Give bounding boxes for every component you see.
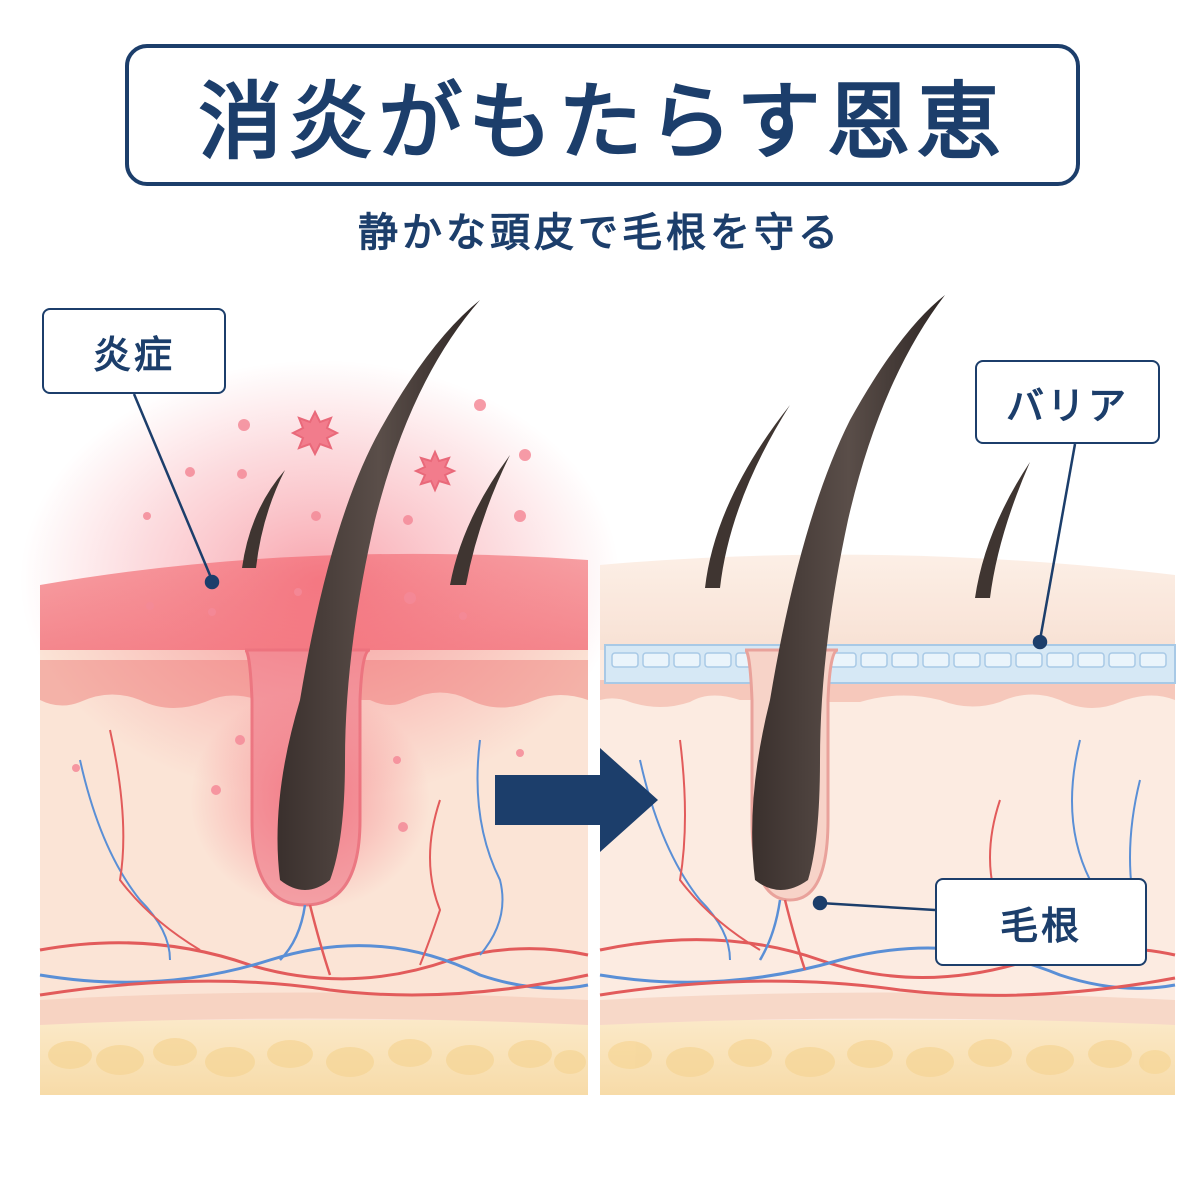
hair-root-label: 毛根 <box>935 878 1147 966</box>
healthy-skin-panel <box>599 295 1176 1095</box>
page-title: 消炎がもたらす恩恵 <box>198 72 1007 171</box>
left-main-hair <box>277 300 480 890</box>
left-blood-vessels <box>39 729 589 997</box>
left-lower-band <box>40 992 588 1025</box>
left-small-hair-2 <box>450 455 510 585</box>
barrier-cells <box>611 652 1167 668</box>
right-fat-cells <box>608 1039 1171 1077</box>
right-small-hair-1 <box>705 405 790 588</box>
right-lower-band <box>600 992 1175 1025</box>
inflammation-glow <box>20 360 620 800</box>
title-box: 消炎がもたらす恩恵 <box>125 44 1080 186</box>
left-fat-cells <box>48 1038 586 1077</box>
callout-lines <box>132 393 1077 912</box>
page-subtitle: 静かな頭皮で毛根を守る <box>358 210 842 256</box>
right-surface-layer <box>600 554 1175 650</box>
left-small-hair-1 <box>242 470 285 568</box>
right-papillary-layer <box>600 680 1175 709</box>
inflamed-skin-panel <box>20 300 620 1095</box>
inflammation-particles <box>72 399 531 832</box>
barrier-label: バリア <box>975 360 1160 444</box>
inflammation-stars <box>290 409 457 493</box>
right-arrow-icon <box>495 748 658 852</box>
right-small-hair-2 <box>975 462 1030 598</box>
right-main-hair <box>752 295 945 890</box>
inflammation-label: 炎症 <box>42 308 226 394</box>
right-blood-vessels <box>599 739 1176 997</box>
